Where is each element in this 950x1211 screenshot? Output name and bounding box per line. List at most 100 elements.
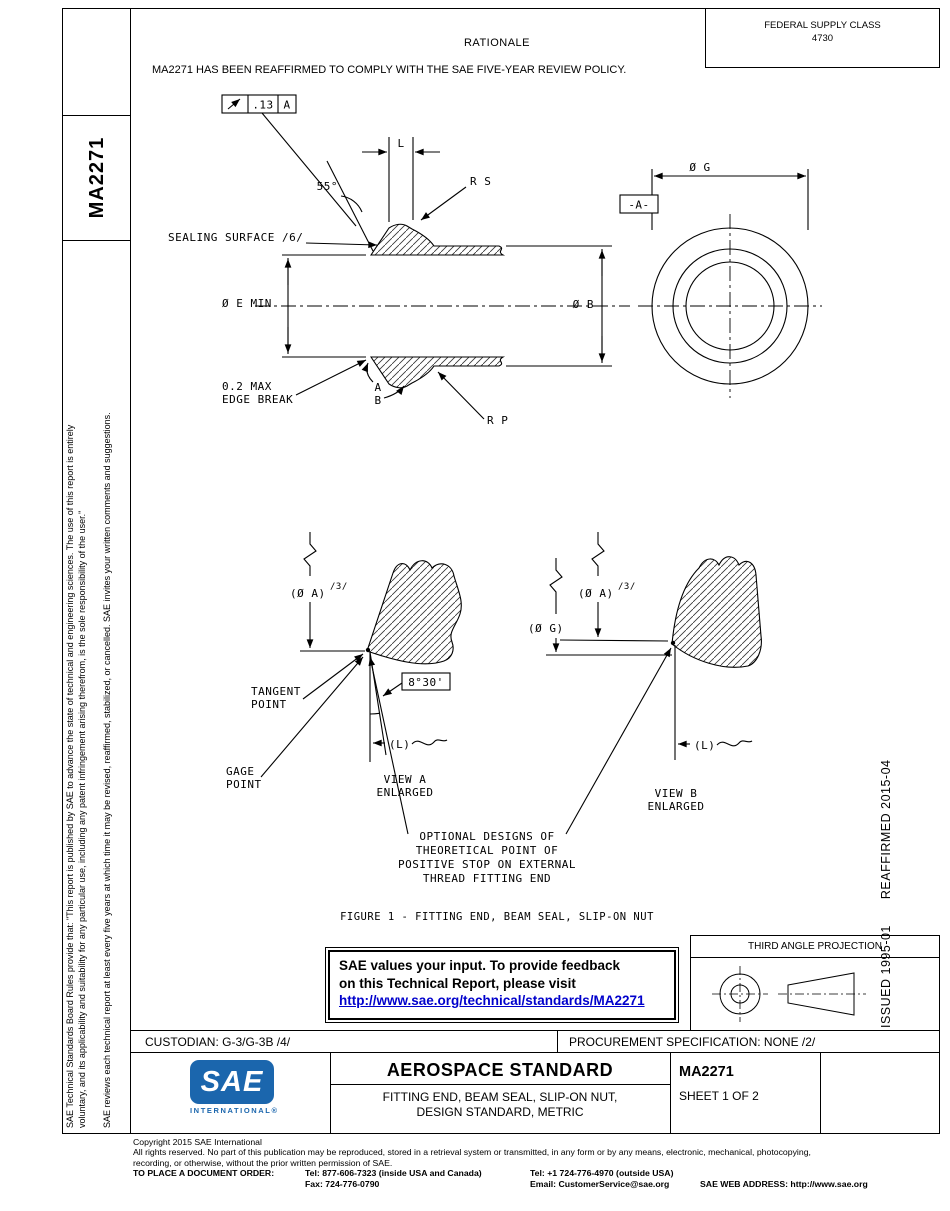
dimension-l: L bbox=[362, 137, 440, 222]
label-dia-g-ref: (Ø G) bbox=[528, 622, 564, 635]
figure-caption: FIGURE 1 - FITTING END, BEAM SEAL, SLIP-… bbox=[340, 911, 654, 923]
figure-1-drawing: .13 A 55° L R S bbox=[168, 94, 822, 923]
optional-note-line2: THEORETICAL POINT OF bbox=[416, 844, 558, 857]
sae-logo-subtext: INTERNATIONAL® bbox=[190, 1106, 279, 1115]
label-view-b-enlarged: ENLARGED bbox=[648, 800, 705, 813]
rationale-title: RATIONALE bbox=[463, 37, 531, 49]
web-address: SAE WEB ADDRESS: http://www.sae.org bbox=[700, 1179, 868, 1190]
page-top-border bbox=[62, 8, 940, 9]
leader-line bbox=[437, 371, 485, 420]
rights-line2: recording, or otherwise, without the pri… bbox=[133, 1157, 393, 1168]
tel-inside: Tel: 877-606-7323 (inside USA and Canada… bbox=[305, 1168, 482, 1179]
leader-line bbox=[295, 359, 367, 396]
label-view-arrow-b: B bbox=[374, 394, 381, 407]
federal-supply-class-box: FEDERAL SUPPLY CLASS 4730 bbox=[705, 8, 940, 68]
fitting-section bbox=[255, 223, 630, 389]
label-datum-a: -A- bbox=[628, 199, 649, 212]
feedback-line2: on this Technical Report, please visit bbox=[339, 975, 576, 991]
basic-dimension-box bbox=[401, 672, 451, 691]
label-view-arrow-a: A bbox=[374, 381, 381, 394]
label-radius-rs: R S bbox=[470, 175, 491, 188]
label-dim-l-ref: (L) bbox=[389, 738, 410, 751]
leader-line bbox=[261, 112, 357, 227]
extension-line bbox=[559, 639, 669, 642]
break-symbol bbox=[549, 558, 563, 614]
standard-type: AEROSPACE STANDARD bbox=[386, 1060, 614, 1080]
doc-number-box-bottom-border bbox=[62, 240, 131, 241]
fsc-code: 4730 bbox=[811, 33, 834, 44]
end-view bbox=[638, 214, 822, 398]
sheet-number: SHEET 1 OF 2 bbox=[679, 1089, 759, 1103]
leader-line bbox=[565, 647, 672, 835]
leader-line bbox=[383, 385, 405, 399]
optional-note-line3: POSITIVE STOP ON EXTERNAL bbox=[398, 858, 576, 871]
order-row-2: Fax: 724-776-0790 Email: CustomerService… bbox=[133, 1179, 939, 1190]
label-edge-break-2: EDGE BREAK bbox=[222, 393, 293, 406]
label-view-a-enlarged: ENLARGED bbox=[377, 786, 434, 799]
leader-line bbox=[260, 656, 364, 778]
label-angle-8-30: 8°30' bbox=[408, 676, 444, 689]
standard-title: FITTING END, BEAM SEAL, SLIP-ON NUT, DES… bbox=[330, 1090, 670, 1120]
label-view-a: VIEW A bbox=[384, 773, 427, 786]
section-upper-wall bbox=[369, 223, 506, 256]
title-block-row-divider bbox=[130, 1052, 940, 1053]
label-note-3: /3/ bbox=[618, 582, 636, 592]
radius-rs-callout: R S bbox=[420, 175, 491, 221]
label-edge-break-1: 0.2 MAX bbox=[222, 380, 272, 393]
optional-stop-note: OPTIONAL DESIGNS OF THEORETICAL POINT OF… bbox=[368, 647, 672, 885]
view-a-detail: (Ø A) /3/ TANGENT POINT 8°30' (L) GAGE P… bbox=[226, 532, 462, 799]
board-rules-note: SAE Technical Standards Board Rules prov… bbox=[65, 246, 88, 1128]
label-dia-a-ref: (Ø A) bbox=[578, 587, 614, 600]
feedback-url-link[interactable]: http://www.sae.org/technical/standards/M… bbox=[339, 993, 645, 1008]
fax: Fax: 724-776-0790 bbox=[305, 1179, 380, 1190]
label-sealing-surface: SEALING SURFACE /6/ bbox=[168, 231, 303, 244]
board-rules-line2: voluntary, and its applicability and sui… bbox=[76, 510, 87, 1128]
datum-box bbox=[619, 194, 659, 214]
dimension-dia-e-min: Ø E MIN bbox=[222, 254, 366, 358]
gage-point-dot bbox=[365, 647, 371, 653]
leader-line bbox=[305, 241, 378, 249]
label-tangent: TANGENT bbox=[251, 685, 301, 698]
dimension-dia-b: Ø B bbox=[506, 245, 612, 367]
edge-break-callout: 0.2 MAX EDGE BREAK bbox=[222, 359, 367, 406]
optional-note-line1: OPTIONAL DESIGNS OF bbox=[419, 830, 554, 843]
label-radius-rp: R P bbox=[487, 414, 508, 427]
title-block-right-border bbox=[939, 1030, 940, 1133]
sealing-surface-callout: SEALING SURFACE /6/ bbox=[168, 231, 378, 249]
label-dia-b: Ø B bbox=[573, 298, 594, 311]
page-bottom-border bbox=[62, 1133, 940, 1134]
leader-line bbox=[382, 682, 403, 697]
procurement-spec: PROCUREMENT SPECIFICATION: NONE /2/ bbox=[569, 1035, 816, 1049]
break-symbol bbox=[591, 532, 605, 576]
copyright-block: Copyright 2015 SAE International All rig… bbox=[133, 1137, 939, 1190]
feedback-line1: SAE values your input. To provide feedba… bbox=[339, 958, 621, 973]
standard-title-line2: DESIGN STANDARD, METRIC bbox=[416, 1105, 584, 1119]
doc-number: MA2271 bbox=[679, 1064, 734, 1080]
angle-reference-line bbox=[326, 160, 374, 252]
angle-55-dimension: 55° bbox=[317, 160, 374, 252]
copyright-line: Copyright 2015 SAE International bbox=[133, 1137, 262, 1147]
standard-type-underline bbox=[330, 1084, 670, 1085]
left-margin-outer-border bbox=[62, 8, 63, 1134]
label-angle-55: 55° bbox=[317, 180, 338, 193]
leader-line bbox=[368, 656, 409, 835]
feedback-box-inner: SAE values your input. To provide feedba… bbox=[328, 950, 676, 1020]
angle-arc bbox=[340, 195, 363, 213]
title-block-top-border bbox=[130, 1030, 940, 1031]
label-note-3: /3/ bbox=[330, 582, 348, 592]
gage-point-dot bbox=[670, 640, 676, 646]
feedback-box: SAE values your input. To provide feedba… bbox=[325, 947, 679, 1023]
review-note: SAE reviews each technical report at lea… bbox=[102, 412, 112, 1128]
projection-title: THIRD ANGLE PROJECTION bbox=[691, 936, 939, 958]
number-cell-divider bbox=[820, 1052, 821, 1133]
third-angle-projection-icon bbox=[712, 966, 866, 1022]
optional-note-line4: THREAD FITTING END bbox=[423, 872, 551, 885]
left-margin-inner-border bbox=[130, 8, 131, 1134]
label-tangent-point: POINT bbox=[251, 698, 287, 711]
label-view-b: VIEW B bbox=[655, 787, 698, 800]
view-b-indicator: B bbox=[374, 385, 405, 407]
email: Email: CustomerService@sae.org bbox=[530, 1179, 670, 1190]
doc-number-box-top-border bbox=[62, 115, 131, 116]
runout-symbol-icon bbox=[227, 98, 241, 110]
fcf-tolerance: .13 bbox=[252, 99, 273, 112]
